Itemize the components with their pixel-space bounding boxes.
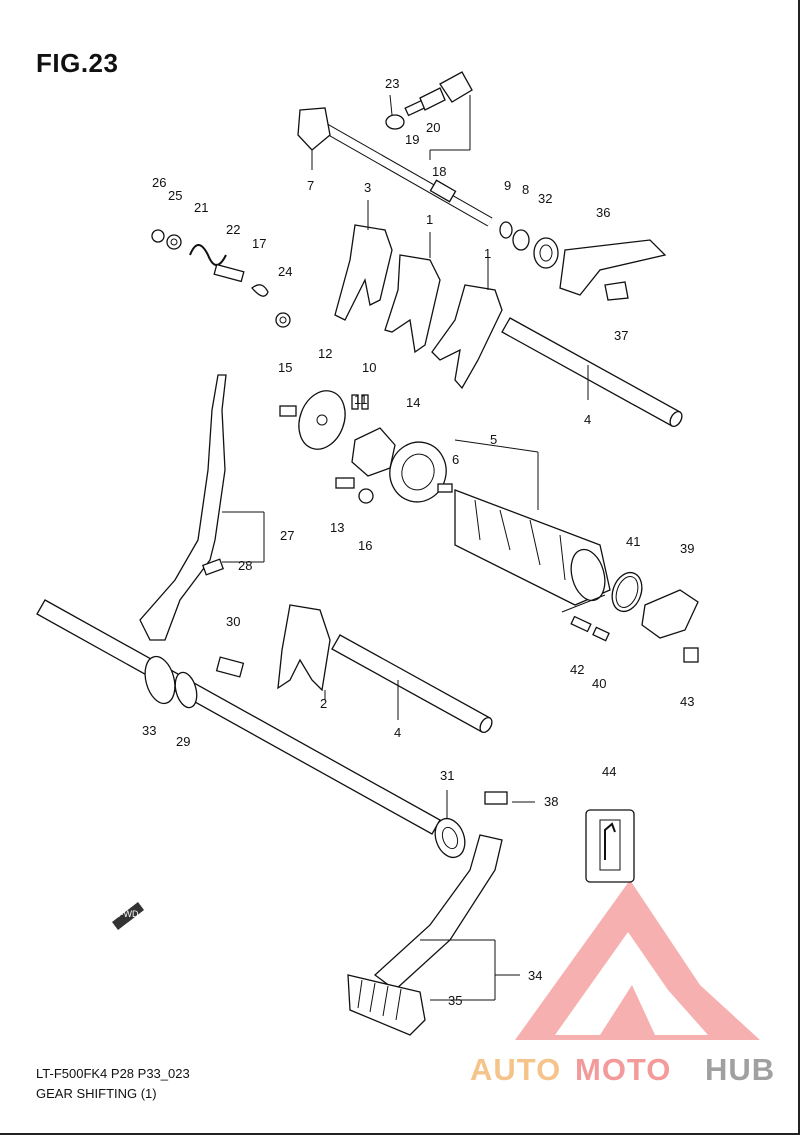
spring-and-washers	[151, 229, 291, 328]
callout-20: 20	[426, 120, 440, 135]
callout-33: 33	[142, 723, 156, 738]
callout-4b: 4	[394, 725, 401, 740]
callout-31: 31	[440, 768, 454, 783]
callout-44: 44	[602, 764, 616, 779]
callout-19: 19	[405, 132, 419, 147]
callout-5: 5	[490, 432, 497, 447]
caution-label	[585, 809, 635, 883]
callout-29: 29	[176, 734, 190, 749]
callout-14: 14	[406, 395, 420, 410]
cam-cover	[570, 571, 699, 663]
callout-24: 24	[278, 264, 292, 279]
fork-shaft-upper	[501, 317, 683, 428]
fork-shaft-lower	[331, 634, 493, 734]
callout-32: 32	[538, 191, 552, 206]
figure-title: FIG.23	[36, 48, 119, 78]
diagram-name: GEAR SHIFTING (1)	[36, 1086, 157, 1101]
watermark-text-auto: AUTO	[470, 1052, 562, 1087]
callout-1b: 1	[484, 246, 491, 261]
callout-13: 13	[330, 520, 344, 535]
stopper-bolt	[215, 656, 245, 678]
callout-15: 15	[278, 360, 292, 375]
shift-fork-lower	[277, 604, 331, 692]
diagram-code: LT-F500FK4 P28 P33_023	[36, 1066, 190, 1081]
svg-text:FWD: FWD	[118, 909, 139, 919]
callout-3: 3	[364, 180, 371, 195]
callout-18: 18	[432, 164, 446, 179]
shift-shaft-lever	[139, 374, 227, 641]
gearshift-lever	[347, 834, 503, 1036]
callout-43: 43	[680, 694, 694, 709]
callout-6: 6	[452, 452, 459, 467]
callout-2: 2	[320, 696, 327, 711]
small-bolts	[335, 477, 453, 504]
shift-shaft-lower	[36, 599, 441, 835]
callout-10: 10	[362, 360, 376, 375]
callout-36: 36	[596, 205, 610, 220]
callout-37: 37	[614, 328, 628, 343]
callout-35: 35	[448, 993, 462, 1008]
callout-27: 27	[280, 528, 294, 543]
watermark-text-moto: MOTO	[575, 1052, 672, 1087]
shift-forks-upper	[334, 224, 503, 390]
callout-38: 38	[544, 794, 558, 809]
callout-1a: 1	[426, 212, 433, 227]
callout-25: 25	[168, 188, 182, 203]
callout-16: 16	[358, 538, 372, 553]
leader-lines	[222, 94, 606, 1001]
callout-8: 8	[522, 182, 529, 197]
cam-stopper-plate	[279, 390, 396, 477]
callout-26: 26	[152, 175, 166, 190]
oil-seal	[434, 791, 508, 859]
callouts: 23 20 19 18 7 3 1 1 9 8 32 36 37 26 25 2…	[142, 76, 694, 1008]
callout-28: 28	[238, 558, 252, 573]
callout-40: 40	[592, 676, 606, 691]
callout-34: 34	[528, 968, 542, 983]
watermark-text-hub: HUB	[705, 1052, 776, 1087]
callout-17: 17	[252, 236, 266, 251]
bearing	[389, 441, 447, 503]
callout-22: 22	[226, 222, 240, 237]
fwd-arrow-icon: FWD	[112, 902, 144, 930]
watermark-logo	[515, 880, 760, 1040]
gearshift-cam	[454, 489, 611, 606]
callout-23: 23	[385, 76, 399, 91]
callout-4a: 4	[584, 412, 591, 427]
callout-39: 39	[680, 541, 694, 556]
plug-bolt-set	[385, 71, 473, 130]
callout-12: 12	[318, 346, 332, 361]
callout-11: 11	[354, 392, 368, 407]
callout-30: 30	[226, 614, 240, 629]
bearing-and-arm	[499, 221, 667, 301]
callout-9: 9	[504, 178, 511, 193]
callout-41: 41	[626, 534, 640, 549]
callout-42: 42	[570, 662, 584, 677]
callout-21: 21	[194, 200, 208, 215]
shift-shaft-upper	[297, 107, 493, 227]
callout-7: 7	[307, 178, 314, 193]
